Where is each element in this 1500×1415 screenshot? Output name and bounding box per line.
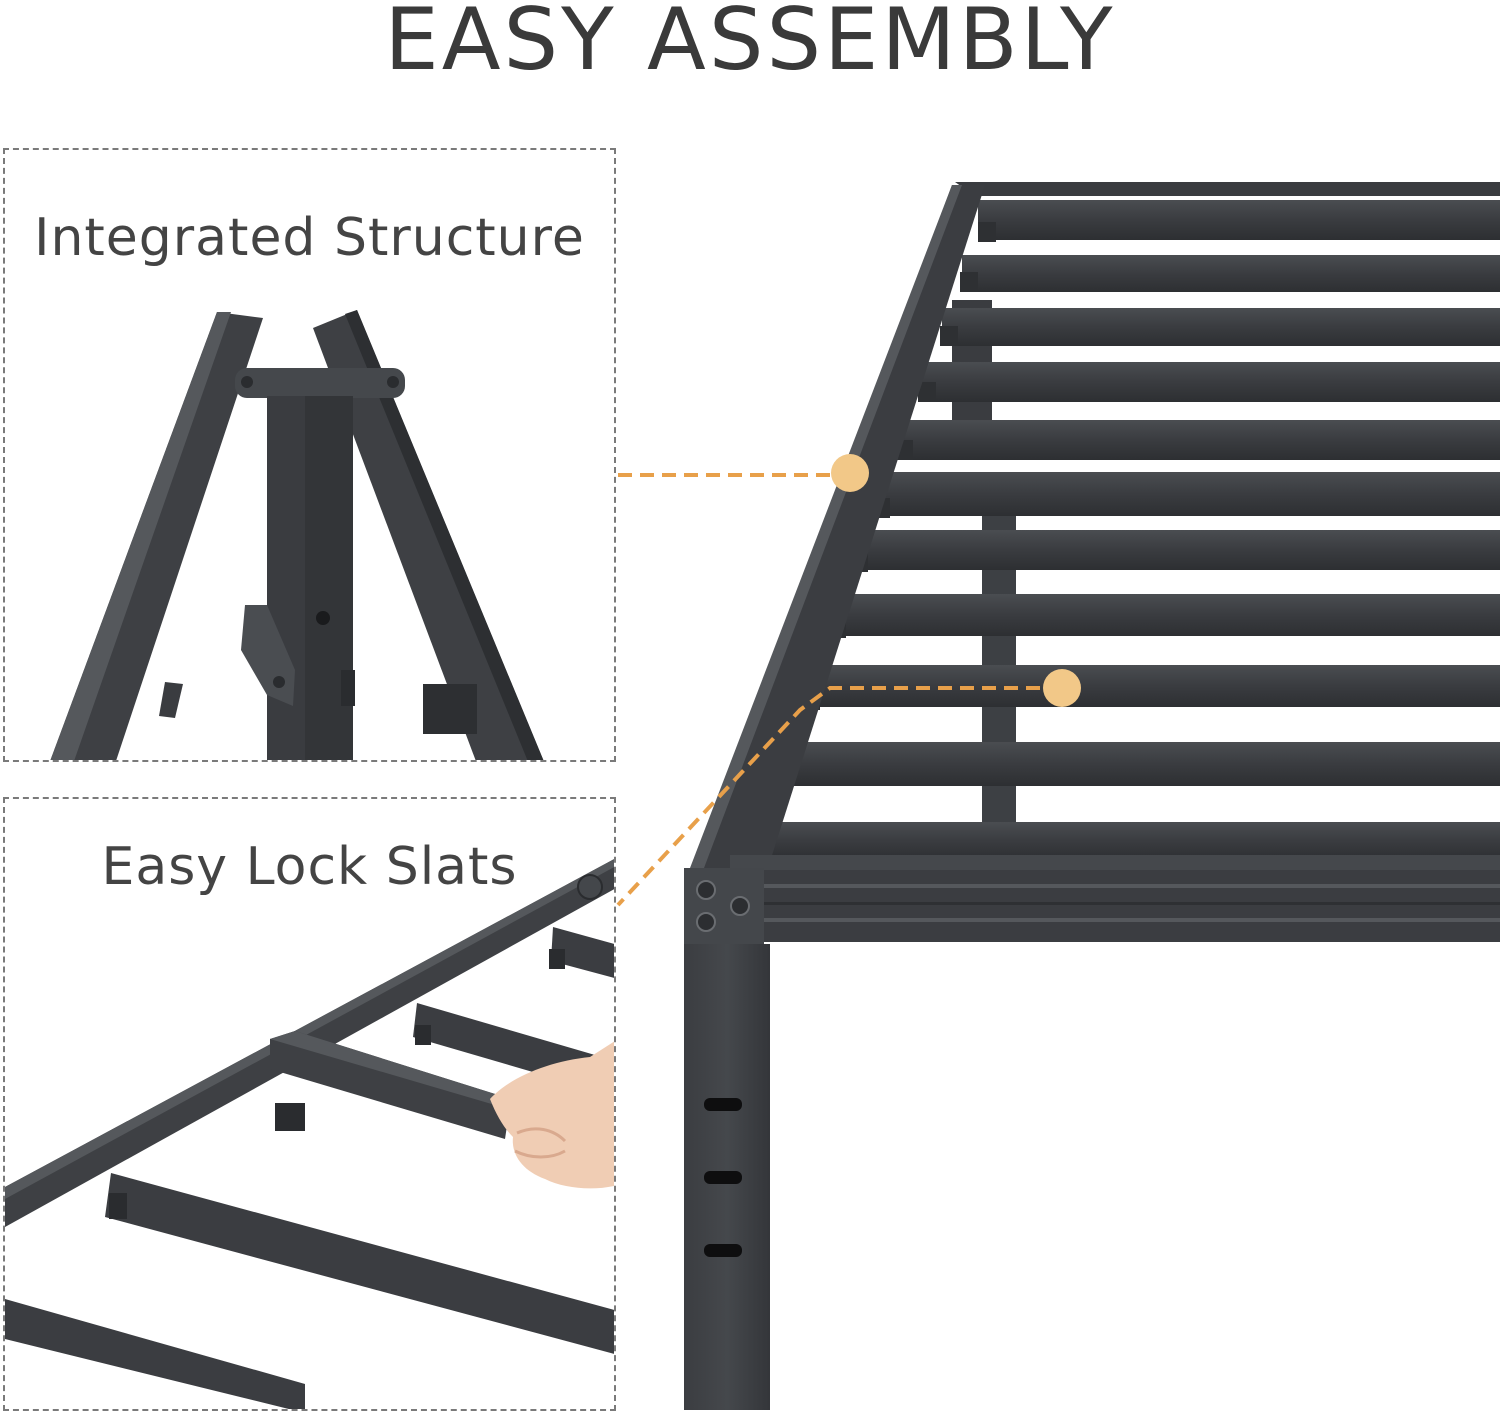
headline: EASY ASSEMBLY [384, 0, 1116, 90]
back-rail [955, 182, 1500, 196]
easy-lock-slats-callout: Easy Lock Slats [3, 797, 616, 1411]
front-rail [730, 855, 1500, 942]
folding-leg-illustration [50, 310, 544, 760]
callout-connectors [616, 454, 1081, 907]
hand [490, 1041, 614, 1189]
slat-lock-illustration [5, 859, 614, 1409]
side-rail [690, 185, 985, 868]
corner-leg [684, 868, 770, 1410]
integrated-structure-label: Integrated Structure [34, 208, 585, 268]
integrated-structure-callout: Integrated Structure [3, 148, 616, 762]
easy-lock-slats-label: Easy Lock Slats [101, 837, 518, 897]
bed-slats [742, 200, 1500, 860]
